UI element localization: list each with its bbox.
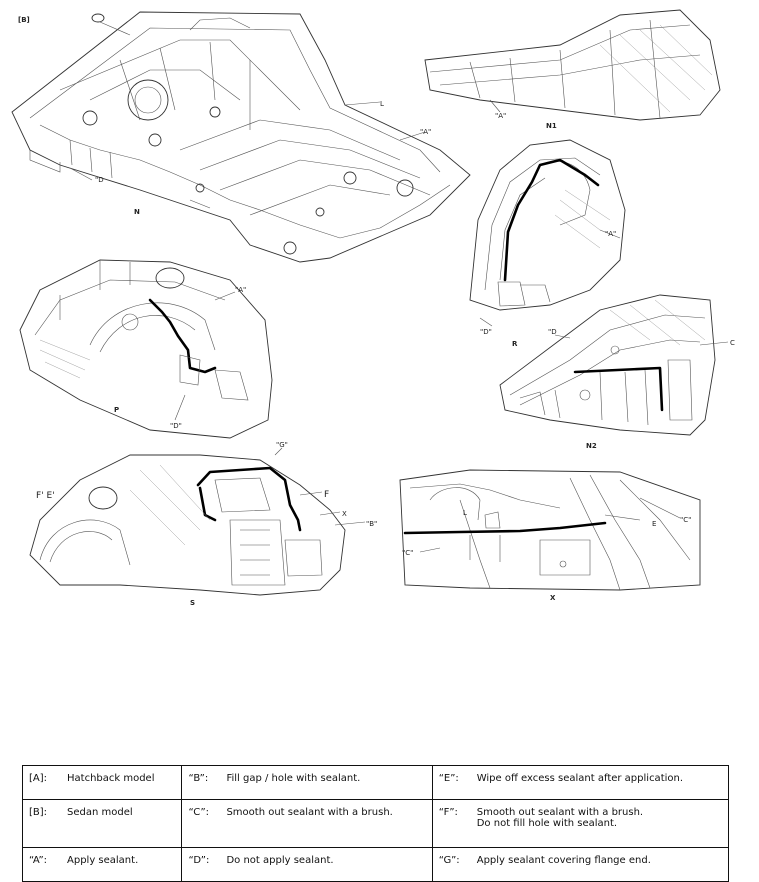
- view-label-x: X: [550, 594, 556, 602]
- legend-key: “E”:: [438, 773, 459, 784]
- legend-key: “B”:: [188, 773, 209, 784]
- sealant-diagram: [B] L "A" "D N "A" N1 "A" "D" R: [11, 9, 735, 607]
- label-a-n1: "A": [495, 112, 506, 120]
- view-label-n: N: [134, 208, 140, 216]
- label-d-r: "D": [480, 328, 492, 336]
- label-c-n2: C: [730, 339, 735, 347]
- tag-sedan: [B]: [18, 16, 30, 24]
- legend-text: Sedan model: [67, 807, 133, 818]
- legend-cell: “G”: Apply sealant covering flange end.: [431, 847, 730, 882]
- legend-cell: “C”: Smooth out sealant with a brush.: [181, 799, 433, 848]
- legend-row: [A]: Hatchback model “B”: Fill gap / hole …: [21, 765, 730, 800]
- label-a-p: "A": [235, 286, 246, 294]
- label-b-s: "B": [366, 520, 377, 528]
- legend-text: Apply sealant.: [67, 855, 139, 866]
- view-label-s: S: [190, 599, 195, 607]
- label-e-x: E: [652, 520, 656, 528]
- label-c-x-left: "C": [402, 549, 413, 557]
- legend-key: “F”:: [438, 807, 458, 818]
- legend-key: “A”:: [29, 855, 48, 866]
- label-d-n2: "D: [548, 328, 557, 336]
- view-label-n1: N1: [546, 122, 557, 130]
- legend-text: Smooth out sealant with a brush.Do not f…: [477, 807, 643, 829]
- legend-text: Smooth out sealant with a brush.: [226, 807, 393, 818]
- label-l-floor: L: [380, 100, 384, 108]
- view-x-detail: L E "C" "C" X: [399, 469, 701, 602]
- view-p-inner-panel: "A" "D" P: [19, 259, 273, 439]
- label-d-floor: "D: [95, 176, 104, 184]
- view-label-n2: N2: [586, 442, 597, 450]
- legend-text: Hatchback model: [67, 773, 155, 784]
- legend-table: [A]: Hatchback model “B”: Fill gap / hole …: [21, 765, 730, 882]
- view-n-rear-floor: [B] L "A" "D N: [11, 11, 471, 263]
- legend-row: “A”: Apply sealant. “D”: Do not apply seal…: [21, 847, 730, 882]
- legend-text-line2: Do not fill hole with sealant.: [476, 818, 618, 829]
- label-d-p: "D": [170, 422, 182, 430]
- legend-key: “G”:: [438, 855, 460, 866]
- legend-cell: “B”: Fill gap / hole with sealant.: [181, 765, 433, 800]
- view-label-p: P: [114, 406, 119, 414]
- view-r-wheelhouse: "A" "D" R: [469, 139, 626, 348]
- legend-text: Apply sealant covering flange end.: [476, 855, 651, 866]
- legend-text: Wipe off excess sealant after applicatio…: [476, 773, 684, 784]
- label-c-x-right: "C": [680, 516, 691, 524]
- legend-key: “D”:: [188, 855, 210, 866]
- legend-cell: [A]: Hatchback model: [21, 765, 183, 800]
- legend-cell: “F”: Smooth out sealant with a brush.Do n…: [431, 799, 730, 848]
- label-fe-s: F' E': [36, 491, 55, 501]
- label-l-x: L: [463, 509, 467, 517]
- label-x-s: X: [342, 510, 347, 518]
- view-s-quarter: F' E' "G" F X "B" S: [29, 441, 377, 607]
- label-g-s: "G": [276, 441, 288, 449]
- label-f-s: F: [324, 490, 329, 500]
- legend-key: [A]:: [29, 773, 48, 784]
- view-n1: "A" N1: [424, 9, 721, 130]
- legend-text-line1: Smooth out sealant with a brush.: [476, 807, 644, 818]
- legend-row: [B]: Sedan model “C”: Smooth out sealant w…: [21, 799, 730, 848]
- legend-cell: “D”: Do not apply sealant.: [181, 847, 433, 882]
- legend-cell: “A”: Apply sealant.: [21, 847, 183, 882]
- legend-cell: “E”: Wipe off excess sealant after applic…: [431, 765, 730, 800]
- view-n2-rear-corner: "D C N2: [499, 294, 735, 450]
- view-label-r: R: [512, 340, 518, 348]
- legend-key: “C”:: [188, 807, 209, 818]
- legend-text: Fill gap / hole with sealant.: [226, 773, 361, 784]
- legend-key: [B]:: [29, 807, 48, 818]
- label-a-r: "A": [605, 230, 616, 238]
- legend-text: Do not apply sealant.: [226, 855, 334, 866]
- label-a-floor: "A": [420, 128, 431, 136]
- legend-cell: [B]: Sedan model: [21, 799, 183, 848]
